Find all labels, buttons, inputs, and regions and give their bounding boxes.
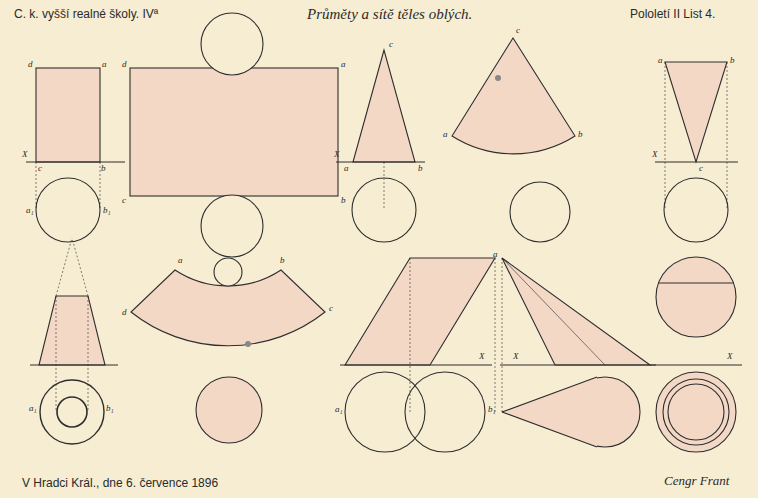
point-label: b₁: [488, 405, 496, 415]
point-label: b: [280, 256, 285, 266]
point-label: X: [22, 150, 28, 160]
point-label: c: [699, 164, 703, 174]
point-label: c: [389, 40, 393, 50]
sheet-note: Pololetí II List 4.: [630, 8, 715, 21]
point-label: a: [443, 130, 448, 140]
sheet-title: Průměty a sítě těles oblých.: [307, 6, 472, 23]
point-label: b: [101, 164, 106, 174]
sheet-note: Cengr Frant: [664, 474, 729, 488]
point-label: a: [102, 60, 107, 70]
point-label: b₁: [103, 206, 111, 216]
point-label: a₁: [335, 405, 343, 415]
point-label: b: [341, 196, 346, 206]
point-label: d: [122, 308, 127, 318]
point-label: c: [329, 304, 333, 314]
point-label: a: [344, 164, 349, 174]
point-label: b: [730, 56, 735, 66]
point-label: a: [493, 250, 498, 260]
point-label: d: [122, 60, 127, 70]
point-label: X: [479, 352, 485, 362]
point-label: a₁: [29, 404, 37, 414]
point-label: b: [418, 164, 423, 174]
point-label: X: [727, 352, 733, 362]
point-label: d: [28, 60, 33, 70]
point-label: a₁: [26, 206, 34, 216]
point-label: a: [341, 60, 346, 70]
point-label: X: [513, 352, 519, 362]
point-label: a: [658, 56, 663, 66]
sheet-note: V Hradci Král., dne 6. července 1896: [22, 477, 218, 490]
point-label: X: [652, 150, 658, 160]
point-label: a: [178, 256, 183, 266]
point-label: c: [122, 196, 126, 206]
point-label: c: [38, 164, 42, 174]
point-label: c: [516, 26, 520, 36]
point-label: X: [334, 150, 340, 160]
point-label: b: [578, 130, 583, 140]
sheet-note: C. k. vyšší realné školy. IVª: [14, 8, 158, 21]
point-label: b₁: [106, 404, 114, 414]
